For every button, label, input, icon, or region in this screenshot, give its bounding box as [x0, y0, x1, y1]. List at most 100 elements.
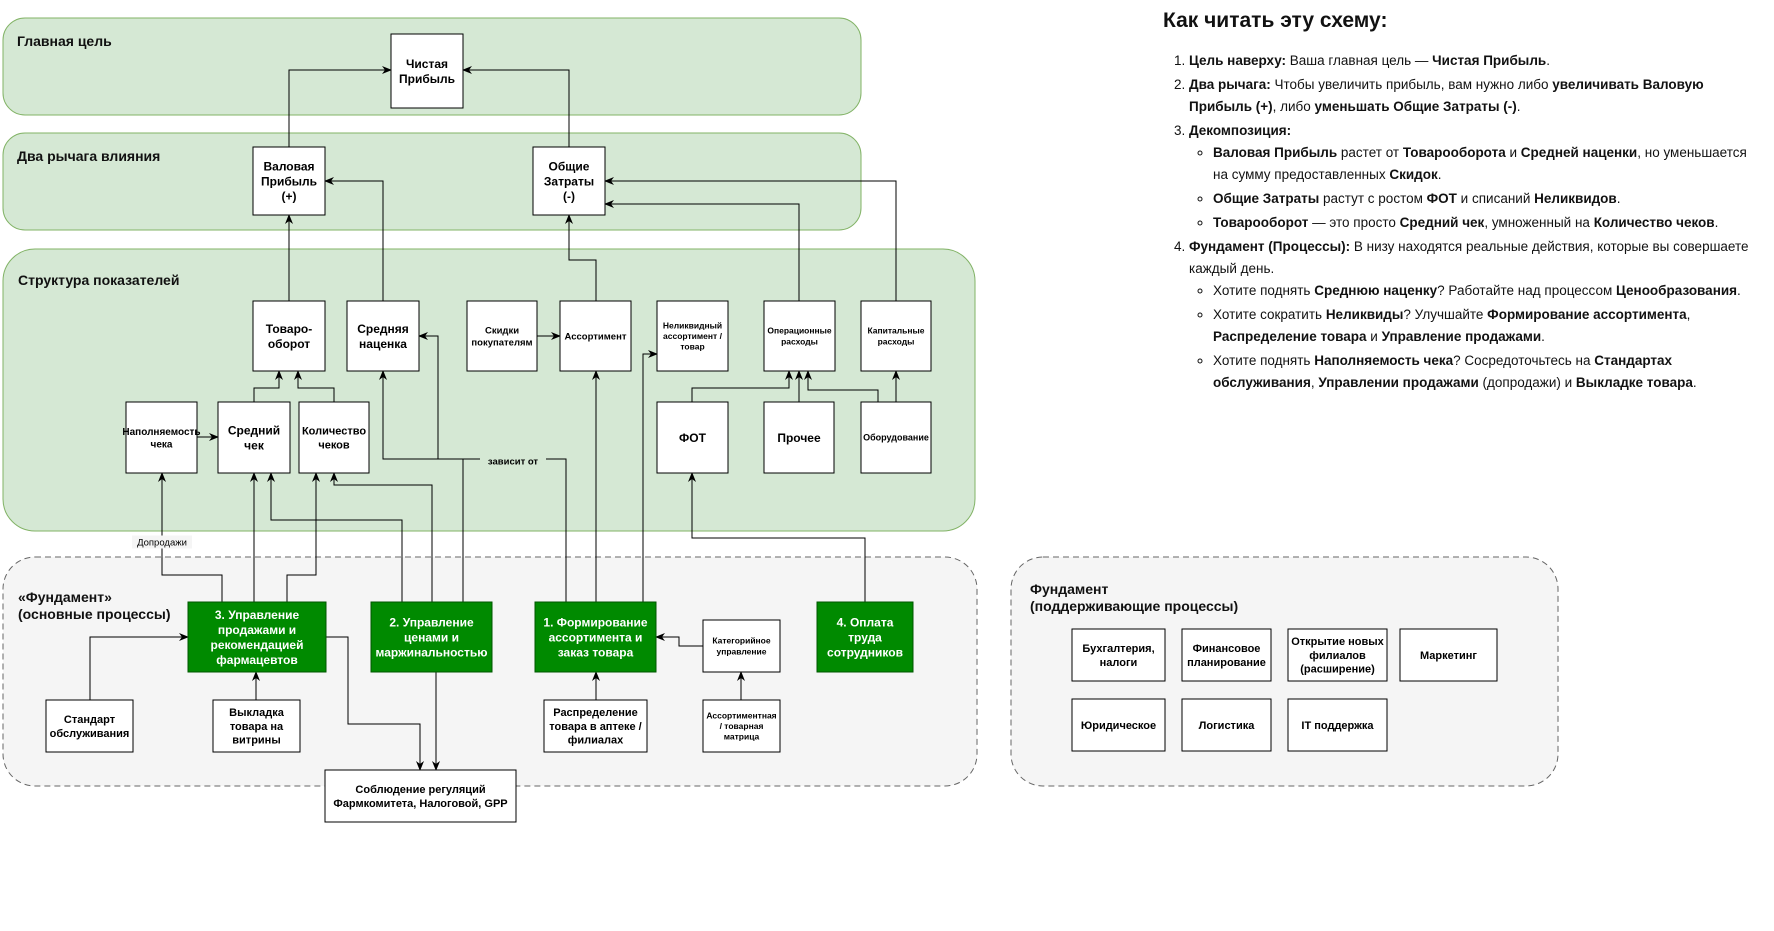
zone-label-goal: Главная цель — [17, 33, 112, 49]
node-text-legal: Юридическое — [1081, 720, 1156, 732]
node-text-other: Прочее — [777, 431, 821, 445]
explanation-subitem: Товарооборот — это просто Средний чек, у… — [1213, 212, 1763, 234]
node-equipment: Оборудование — [860, 401, 932, 474]
explanation-item: Декомпозиция:Валовая Прибыль растет от Т… — [1189, 120, 1763, 234]
explanation-item: Два рычага: Чтобы увеличить прибыль, вам… — [1189, 74, 1763, 118]
edge-label-upsell: Допродажи — [132, 535, 192, 549]
explanation-subitem: Хотите сократить Неликвиды? Улучшайте Фо… — [1213, 304, 1763, 348]
svg-text:зависит от: зависит от — [488, 457, 539, 468]
edge-p1-to-markup — [418, 332, 567, 602]
node-text-marketing: Маркетинг — [1420, 650, 1477, 662]
node-turnover: Товаро-оборот — [252, 300, 326, 372]
explanation-item: Цель наверху: Ваша главная цель — Чистая… — [1189, 50, 1763, 72]
truncated-text-fragment — [1163, 378, 1763, 390]
zone-label-levers: Два рычага влияния — [17, 148, 160, 164]
edge-tc-to-net — [462, 66, 570, 147]
node-text-it-support: IT поддержка — [1301, 720, 1374, 732]
node-it-support: IT поддержка — [1287, 698, 1388, 752]
edge-equip-to-opex — [804, 370, 879, 402]
explanation-subitem: Общие Затраты растут с ростом ФОТ и спис… — [1213, 188, 1763, 210]
zone-label-support: Фундамент(поддерживающие процессы) — [1030, 581, 1238, 614]
edge-assort-to-tc — [565, 214, 597, 301]
zone-label-structure: Структура показателей — [18, 272, 179, 288]
edge-p3-to-count — [286, 472, 320, 602]
edge-capex-to-tc — [604, 177, 897, 301]
node-legal: Юридическое — [1071, 698, 1166, 752]
edge-p3-to-fill — [158, 472, 223, 602]
node-payroll: ФОТ — [656, 401, 729, 474]
node-other: Прочее — [763, 401, 835, 474]
explanation-list: Цель наверху: Ваша главная цель — Чистая… — [1163, 50, 1763, 394]
explanation-panel: Как читать эту схему: Цель наверху: Ваша… — [1163, 10, 1763, 396]
edge-count-to-turnover — [294, 370, 335, 402]
node-text-turnover: Товаро-оборот — [266, 322, 312, 351]
svg-text:Допродажи: Допродажи — [137, 538, 187, 549]
zone-label-foundation: «Фундамент»(основные процессы) — [18, 589, 170, 622]
edge-p4-to-payroll — [688, 472, 866, 602]
edge-p1-to-illiquid — [642, 350, 658, 602]
explanation-title: Как читать эту схему: — [1163, 9, 1388, 32]
edge-catmgmt-to-p1 — [655, 633, 703, 647]
edge-p2-to-avgcheck — [267, 472, 403, 602]
node-text-accounting: Бухгалтерия,налоги — [1082, 643, 1154, 669]
node-text-assortment: Ассортимент — [565, 331, 627, 342]
edge-p2-to-count — [330, 472, 433, 602]
node-marketing: Маркетинг — [1399, 628, 1498, 682]
edge-label-depends-on: зависит от — [480, 455, 546, 468]
node-text-logistics: Логистика — [1199, 720, 1256, 732]
edge-markup-to-gp — [324, 177, 384, 301]
edge-standard-to-p3 — [89, 633, 189, 700]
edge-gp-to-net — [288, 66, 392, 147]
edge-avgcheck-to-turnover — [253, 370, 283, 402]
edge-opex-to-tc — [604, 200, 800, 301]
edge-p2-to-markup — [379, 370, 464, 602]
node-logistics: Логистика — [1181, 698, 1272, 752]
explanation-subitem: Хотите поднять Наполняемость чека? Сосре… — [1213, 350, 1763, 394]
node-text-payroll: ФОТ — [679, 431, 707, 445]
node-accounting: Бухгалтерия,налоги — [1071, 628, 1166, 682]
node-assortment: Ассортимент — [559, 300, 632, 372]
explanation-subitem: Хотите поднять Среднюю наценку? Работайт… — [1213, 280, 1763, 302]
node-text-equipment: Оборудование — [863, 433, 929, 443]
